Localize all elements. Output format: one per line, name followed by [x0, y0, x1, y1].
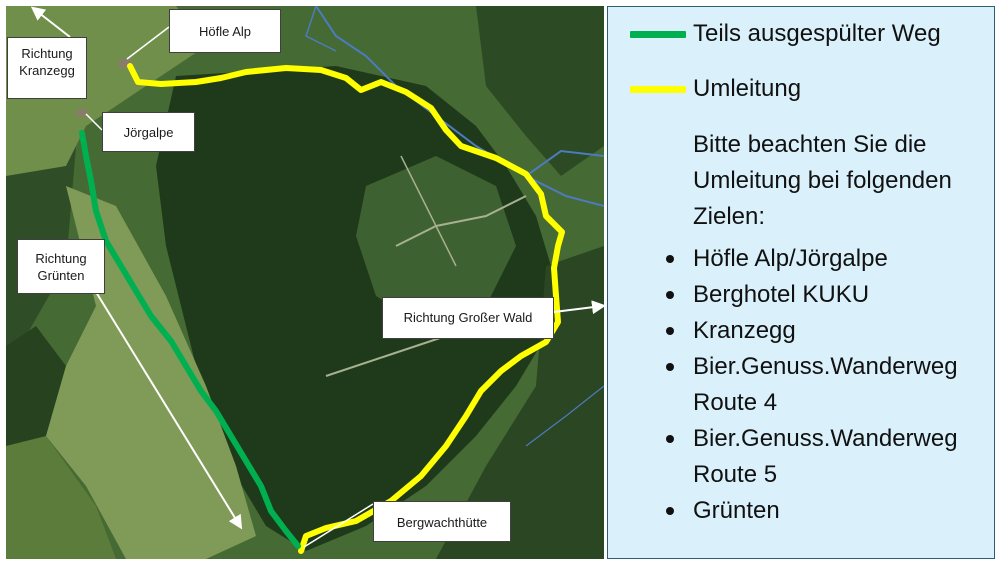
meadow-south-edge: [6, 436, 116, 559]
forest-area-northeast: [476, 6, 604, 176]
leader-bergwachthuette: [303, 503, 374, 548]
legend-label-detour: Umleitung: [693, 75, 802, 102]
forest-area-southeast: [436, 246, 604, 559]
destination-item: Kranzegg: [666, 313, 988, 349]
leader-joergalpe: [85, 113, 103, 131]
stream-top: [305, 6, 337, 52]
clearing-center: [356, 156, 516, 326]
arrow-grosser-wald: [553, 300, 604, 315]
forest-track-inner: [400, 155, 457, 267]
aerial-map: Richtung Kranzegg Höfle Alp Jörgalpe Ric…: [6, 6, 604, 559]
destination-item: Höfle Alp/Jörgalpe: [666, 241, 988, 277]
building-hoefle-alp: [119, 59, 131, 68]
legend-item-detour: Umleitung: [630, 74, 801, 104]
stream-branch-east: [525, 149, 604, 177]
destination-item: Berghotel KUKU: [666, 277, 988, 313]
building-joergalpe: [77, 109, 87, 117]
legend-swatch-yellow: [630, 85, 686, 93]
label-joergalpe: Jörgalpe: [102, 112, 195, 152]
legend-note: Bitte beachten Sie die Umleitung bei fol…: [693, 131, 952, 230]
forest-track-center: [395, 195, 527, 247]
label-bergwachthuette: Bergwachthütte: [373, 501, 511, 542]
label-hoefle-alp: Höfle Alp: [169, 9, 281, 53]
arrow-gruenten: [87, 278, 243, 530]
arrow-kranzegg: [30, 6, 71, 38]
legend-swatch-green: [630, 30, 686, 38]
detour-route: [127, 63, 565, 554]
destination-list: Höfle Alp/Jörgalpe Berghotel KUKU Kranze…: [666, 241, 988, 529]
legend-label-washed-out-path: Teils ausgespülter Weg: [693, 20, 941, 47]
legend-panel: Teils ausgespülter Weg Umleitung Bitte b…: [607, 6, 995, 559]
label-richtung-kranzegg: Richtung Kranzegg: [7, 37, 87, 99]
destination-item: Grünten: [666, 493, 988, 529]
leader-hoefle-alp: [126, 26, 170, 60]
destination-item: Bier.Genuss.Wanderweg Route 5: [666, 421, 988, 493]
destination-item: Bier.Genuss.Wanderweg Route 4: [666, 349, 988, 421]
washed-out-path: [79, 130, 301, 549]
label-richtung-grosser-wald: Richtung Großer Wald: [382, 297, 554, 339]
stream-southeast: [525, 385, 604, 447]
label-richtung-gruenten: Richtung Grünten: [17, 239, 105, 294]
legend-item-washed-out-path: Teils ausgespülter Weg: [630, 19, 941, 49]
forest-area-southwest: [6, 326, 66, 456]
